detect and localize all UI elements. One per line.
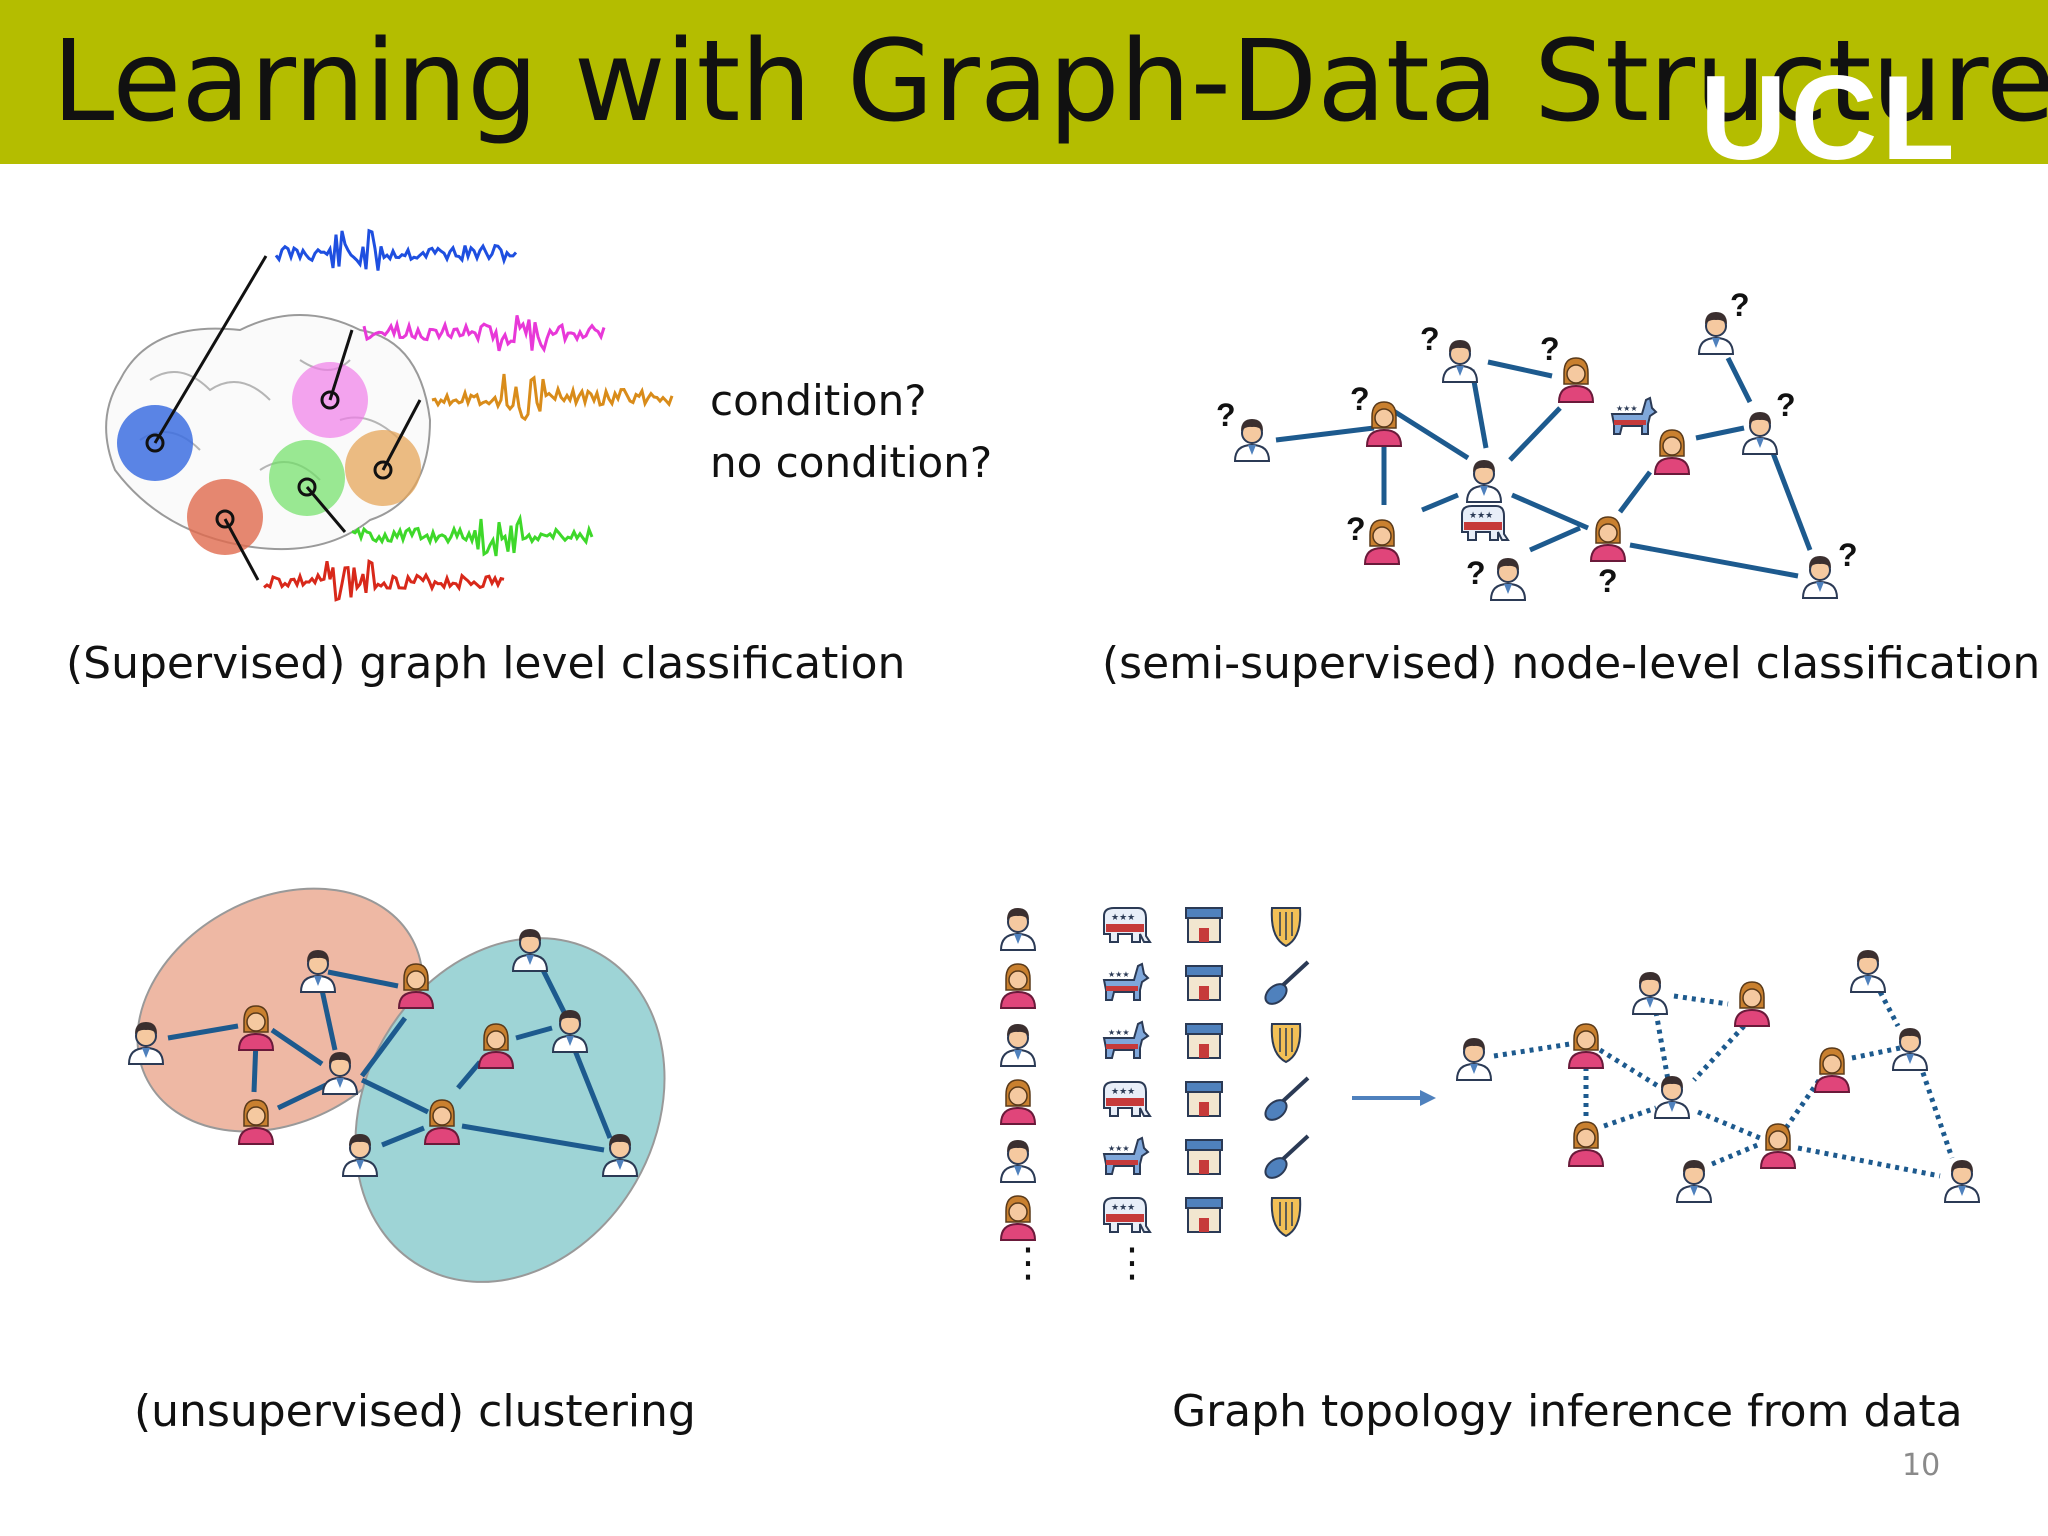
cluster-b — [354, 937, 666, 1283]
unknown-marker: ? — [1420, 321, 1440, 357]
slide-title: Learning with Graph-Data Structure — [52, 17, 2048, 147]
unknown-marker: ? — [1838, 537, 1858, 573]
inferred-graph — [1493, 982, 1955, 1179]
ucl-logo: UCL — [1700, 58, 1959, 164]
signal-orange — [431, 373, 674, 422]
no-condition-question: no condition? — [710, 438, 993, 487]
data-matrix: ⋮ ⋮ — [1000, 907, 1310, 1286]
unknown-marker: ? — [1466, 555, 1486, 591]
page-number: 10 — [1902, 1448, 1941, 1483]
brain-figure — [105, 228, 674, 602]
caption-topology-inference: Graph topology inference from data — [1172, 1386, 1963, 1437]
cluster-a — [136, 887, 424, 1133]
ellipsis-1: ⋮ — [1008, 1240, 1048, 1286]
condition-question: condition? — [710, 376, 927, 425]
clustering-figure — [128, 887, 666, 1283]
unknown-marker: ? — [1776, 387, 1796, 423]
unknown-marker: ? — [1350, 381, 1370, 417]
unknown-marker: ? — [1598, 563, 1618, 599]
signal-green — [351, 513, 594, 557]
unknown-marker: ? — [1540, 331, 1560, 367]
caption-graph-classification: (Supervised) graph level classification — [66, 638, 906, 689]
inferred-graph-nodes — [1456, 949, 1980, 1203]
signal-magenta — [362, 315, 606, 354]
unknown-marker: ? — [1216, 397, 1236, 433]
caption-node-classification: (semi-supervised) node-level classificat… — [1102, 638, 2041, 689]
signal-blue — [274, 228, 518, 271]
node-classification-graph — [1275, 356, 1813, 579]
inference-arrow-icon — [1352, 1090, 1436, 1106]
unknown-marker: ? — [1346, 511, 1366, 547]
ellipsis-2: ⋮ — [1112, 1240, 1152, 1286]
unknown-markers: ? ? ? ? ? ? ? ? ? ? — [1216, 287, 1858, 599]
title-bar: Learning with Graph-Data Structure UCL — [0, 0, 2048, 164]
signal-red — [263, 558, 505, 602]
unknown-marker: ? — [1730, 287, 1750, 323]
caption-clustering: (unsupervised) clustering — [134, 1386, 696, 1437]
node-classification-nodes — [1234, 311, 1838, 601]
